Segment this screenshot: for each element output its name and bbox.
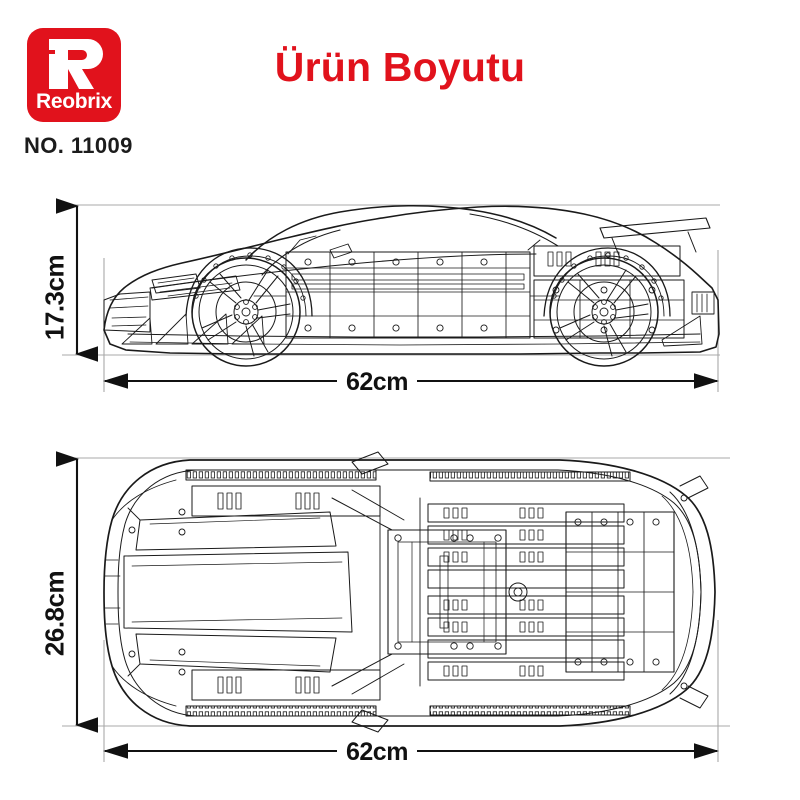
front-wheel bbox=[185, 247, 313, 367]
logo-monogram-ir-icon bbox=[49, 39, 103, 89]
product-number: NO. 11009 bbox=[24, 133, 133, 158]
dimension-label-top-width: 62cm bbox=[337, 738, 417, 767]
rear-wheel bbox=[543, 247, 671, 367]
page-title: Ürün Boyutu bbox=[274, 44, 526, 90]
dimension-label-side-width: 62cm bbox=[337, 368, 417, 397]
dimension-label-top-height: 26.8cm bbox=[39, 570, 70, 657]
dimension-label-side-height: 17.3cm bbox=[39, 254, 70, 341]
top-view-car-drawing bbox=[103, 451, 716, 733]
top-view-dimension-lines bbox=[55, 451, 730, 762]
side-view-dimension-lines bbox=[55, 198, 720, 392]
side-view-car-drawing bbox=[103, 205, 720, 367]
brand-logo: Reobrix bbox=[27, 28, 121, 122]
header: Reobrix NO. 11009 Ürün Boyutu bbox=[0, 0, 800, 175]
logo-wordmark: Reobrix bbox=[35, 90, 113, 113]
